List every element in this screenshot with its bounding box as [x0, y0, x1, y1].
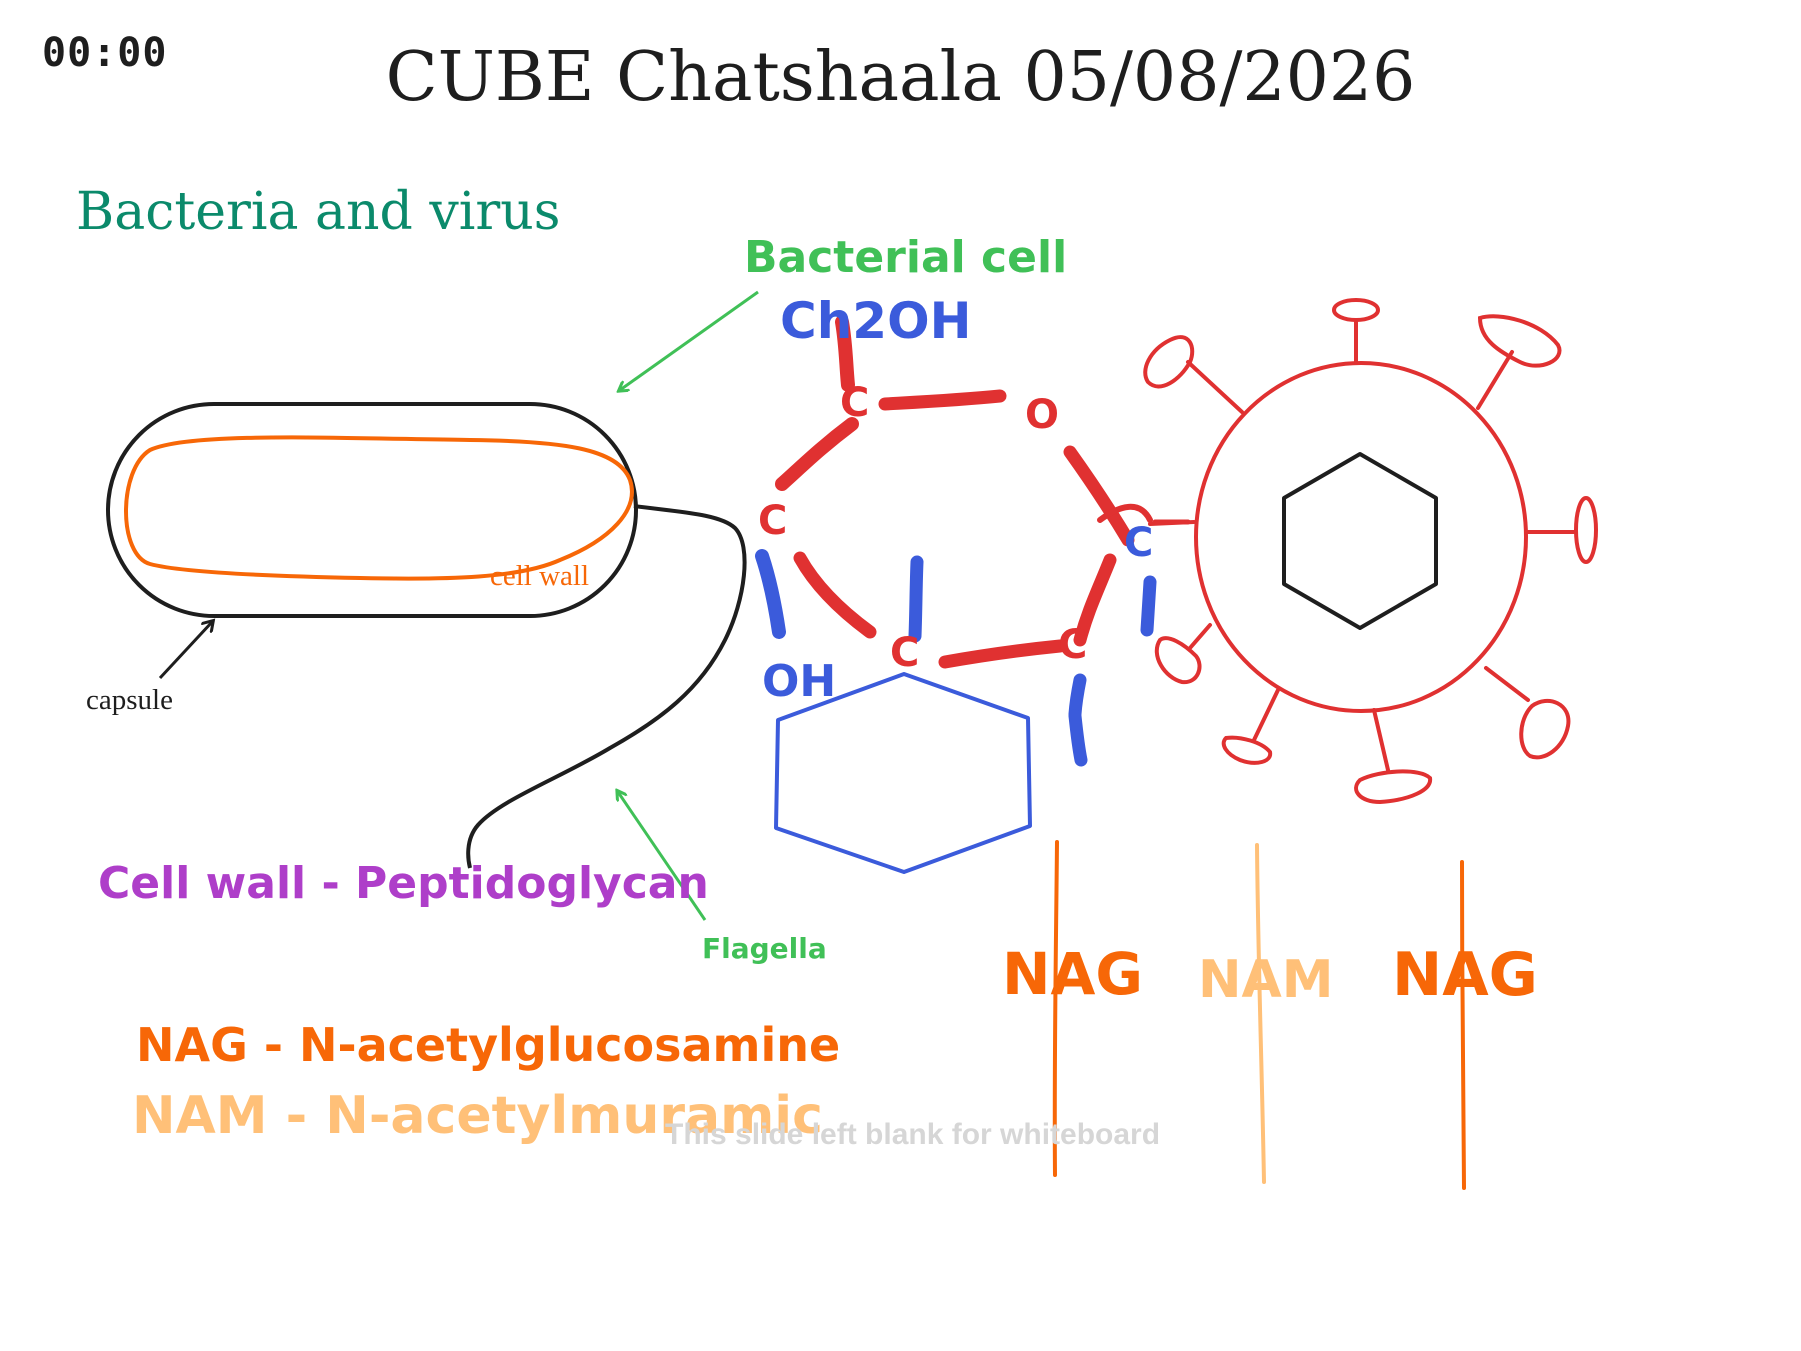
ch2oh-label: Ch2OH — [780, 292, 972, 350]
virus — [1143, 298, 1598, 805]
cell-wall-label: cell wall — [490, 560, 590, 592]
oh-label: OH — [762, 656, 837, 707]
nam-definition: NAM - N-acetylmuramic — [132, 1086, 823, 1146]
bacterial-cell-label: Bacterial cell — [744, 232, 1068, 283]
capsule-label: capsule — [86, 684, 173, 716]
timer: 00:00 — [42, 30, 168, 76]
slide-title: CUBE Chatshaala 05/08/2026 — [385, 38, 1416, 117]
blue-hexagon — [774, 672, 1032, 874]
cell-wall-outline — [124, 435, 634, 581]
ring-carbon-label: C — [1124, 520, 1154, 566]
ring-carbon-label: C — [840, 380, 870, 426]
virus-hexagon — [1282, 452, 1438, 630]
sugar-ring-bonds — [775, 315, 1191, 669]
whiteboard-placeholder: This slide left blank for whiteboard — [665, 1118, 1161, 1151]
capsule-outline — [106, 402, 638, 618]
ring-carbon-label: C — [890, 630, 920, 676]
capsule-arrow — [158, 622, 212, 680]
blue-bond — [1068, 709, 1088, 767]
nag-definition: NAG - N-acetylglucosamine — [136, 1018, 841, 1072]
bacterial-cell-arrow — [620, 290, 759, 390]
ring-carbon-label: C — [758, 498, 788, 544]
flagella-label: Flagella — [702, 932, 827, 965]
chain-label-nag: NAG — [1002, 940, 1144, 1008]
cell-wall-definition: Cell wall - Peptidoglycan — [98, 858, 709, 909]
glycan-chains — [1052, 840, 1466, 1190]
flagellum — [466, 504, 747, 869]
ring-oxygen-label: O — [1025, 392, 1060, 438]
chain-label-nag: NAG — [1392, 940, 1538, 1010]
ring-carbon-label: C — [1058, 622, 1088, 668]
flagella-arrow — [618, 792, 707, 921]
slide-heading: Bacteria and virus — [76, 182, 561, 242]
chain-label-nam: NAM — [1198, 950, 1334, 1010]
